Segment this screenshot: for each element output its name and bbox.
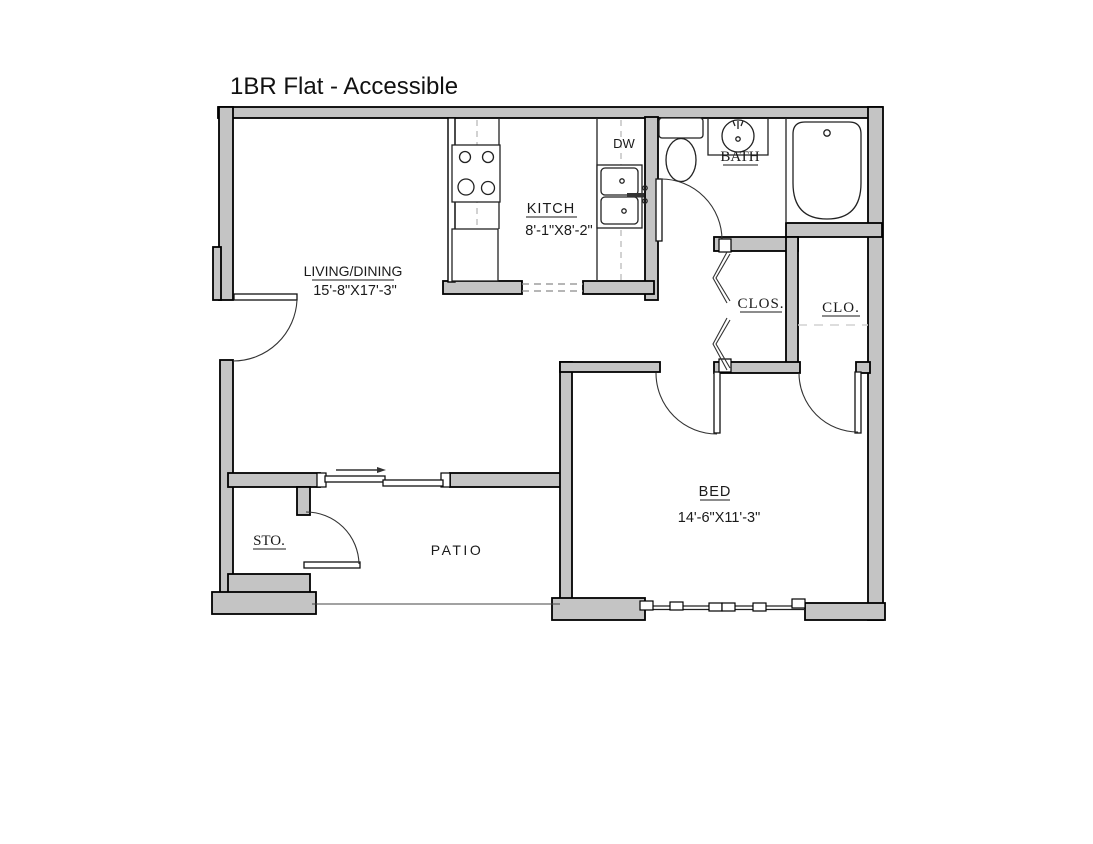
- entry-door-leaf: [233, 293, 298, 301]
- bedroom-closet-label: CLO.: [822, 300, 860, 316]
- wall-living-south-right: [449, 472, 563, 488]
- plan-title: 1BR Flat - Accessible: [230, 73, 458, 100]
- storage-door-leaf: [303, 561, 361, 569]
- hall-closet-label: CLOS.: [737, 296, 784, 312]
- bifold-door-panel: [715, 253, 731, 302]
- living-dimensions: 15'-8"X17'-3": [313, 283, 397, 299]
- kitchen-dimensions: 8'-1"X8'-2": [525, 223, 592, 239]
- wall-bedroom-south-right: [804, 602, 886, 621]
- wall-storage-south: [227, 573, 311, 594]
- wall-kitchen-south-left: [442, 280, 523, 295]
- bedroom-window: [639, 598, 806, 612]
- wall-bedroom-west: [559, 361, 573, 613]
- wall-living-south-left: [227, 472, 321, 488]
- wall-storage-stub: [296, 486, 311, 516]
- sink-basin-bottom: [600, 196, 639, 225]
- wall-bedroom-north-left: [559, 361, 661, 373]
- patio-label: PATIO: [431, 542, 483, 558]
- wall-bath-closet-divider: [785, 222, 883, 238]
- sink-handle: [642, 185, 648, 191]
- bifold-jamb-top: [718, 238, 732, 253]
- slider-panel-right: [382, 479, 444, 487]
- kitchen-fixtures: [451, 118, 648, 292]
- wall-left-upper: [218, 106, 234, 301]
- base-cabinet: [451, 228, 499, 282]
- walls: [211, 106, 886, 621]
- vanity-faucet-tick: [732, 120, 736, 127]
- kitchen-label: KITCH: [527, 201, 576, 217]
- window-mullion: [752, 602, 767, 612]
- bifold-door-panel: [715, 319, 731, 369]
- toilet-tank: [658, 117, 704, 139]
- window-mullion: [721, 602, 736, 612]
- wall-closet-south: [713, 361, 801, 374]
- closet-door-leaf: [854, 371, 862, 434]
- wall-bedroom-south-left: [551, 597, 646, 621]
- closet-door-swing: [798, 372, 859, 433]
- vanity-sink: [721, 119, 755, 153]
- wall-clo-door-jamb: [855, 361, 871, 374]
- vanity: [707, 118, 769, 156]
- wall-kitchen-south-right: [582, 280, 655, 295]
- bath-fixtures: [658, 117, 862, 222]
- stove-burner: [481, 150, 495, 164]
- window-jamb: [791, 598, 806, 609]
- stove-burner: [458, 150, 472, 164]
- room-labels: LIVING/DINING 15'-8"X17'-3" KITCH 8'-1"X…: [253, 136, 860, 558]
- bathtub: [792, 121, 862, 220]
- storage-label: STO.: [253, 533, 285, 549]
- wall-top: [217, 106, 883, 119]
- bedroom-dimensions: 14'-6"X11'-3": [678, 510, 760, 526]
- entry-door-swing: [232, 299, 298, 362]
- window-jamb: [639, 600, 654, 611]
- stove-burner: [480, 180, 496, 196]
- vanity-drain: [735, 136, 741, 142]
- bifold-door-panel: [712, 251, 728, 304]
- footing-southwest: [211, 591, 317, 615]
- dishwasher-label: DW: [613, 136, 635, 151]
- sink-faucet: [627, 193, 644, 198]
- stove-burner: [457, 178, 475, 196]
- wall-closet-divider: [785, 236, 799, 373]
- bedroom-label: BED: [699, 484, 732, 500]
- bath-door-leaf: [655, 178, 663, 242]
- sink-drain: [621, 208, 627, 214]
- window-mullion: [708, 602, 723, 612]
- sink-handle: [642, 198, 648, 204]
- slider-panel-left: [324, 475, 386, 483]
- window-mullion: [669, 601, 684, 611]
- tub-drain: [823, 129, 831, 137]
- wall-left-jog: [212, 246, 222, 301]
- bedroom-door-leaf: [713, 371, 721, 434]
- living-label: LIVING/DINING: [304, 263, 403, 279]
- bedroom-door-swing: [655, 372, 718, 435]
- storage-door-swing: [305, 511, 360, 565]
- bifold-door-panel: [712, 317, 728, 371]
- toilet-bowl: [665, 137, 697, 183]
- slider-direction-arrow: [377, 467, 386, 473]
- bath-label: BATH: [720, 149, 759, 165]
- sink-drain: [619, 178, 625, 184]
- vanity-faucet-tick: [740, 120, 744, 127]
- bath-door-swing: [660, 178, 723, 241]
- doors: [232, 178, 862, 569]
